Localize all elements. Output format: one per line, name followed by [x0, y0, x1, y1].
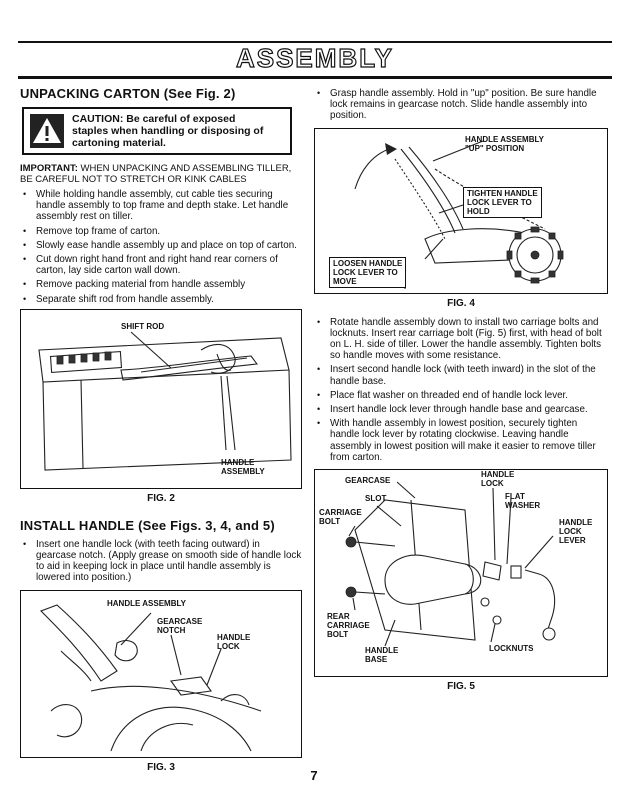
figure-3-caption: FIG. 3 — [147, 761, 175, 773]
caution-line: staples when handling or disposing of — [72, 125, 264, 137]
figure-4-caption: FIG. 4 — [447, 297, 475, 309]
label-line: HANDLE — [217, 632, 251, 642]
label-handle-lock: HANDLE LOCK — [481, 470, 514, 488]
label-line: LOOSEN HANDLE — [333, 258, 403, 268]
handle-steps-2: Rotate handle assembly down to install t… — [314, 317, 608, 463]
label-handle-base: HANDLE BASE — [365, 646, 398, 664]
figure-3: HANDLE ASSEMBLY GEARCASE NOTCH HANDLE LO… — [20, 589, 302, 758]
list-item: Insert handle lock lever through handle … — [317, 404, 608, 415]
list-item: Separate shift rod from handle assembly. — [23, 294, 302, 305]
label-line: HOLD — [467, 206, 490, 216]
label-gearcase-notch: GEARCASE NOTCH — [157, 617, 202, 635]
list-item: Insert one handle lock (with teeth facin… — [23, 539, 302, 584]
label-line: LOCK LEVER TO — [467, 197, 532, 207]
label-line: CARRIAGE — [327, 621, 370, 631]
label-line: CARRIAGE — [319, 508, 362, 518]
label-line: HANDLE — [365, 646, 399, 656]
label-slot: SLOT — [365, 494, 387, 504]
label-handle-lock-fig3: HANDLE LOCK — [217, 633, 250, 651]
label-loosen: LOOSEN HANDLE LOCK LEVER TO MOVE — [329, 256, 407, 288]
list-item: Cut down right hand front and right hand… — [23, 254, 302, 276]
label-locknuts: LOCKNUTS — [489, 644, 534, 654]
right-column: Grasp handle assembly. Hold in "up" posi… — [314, 86, 608, 692]
label-line: ASSEMBLY — [221, 466, 265, 476]
list-item: Remove packing material from handle asse… — [23, 279, 302, 290]
label-line: MOVE — [333, 276, 357, 286]
label-line: LOCK — [559, 527, 582, 537]
install-steps: Insert one handle lock (with teeth facin… — [20, 539, 302, 584]
list-item: While holding handle assembly, cut cable… — [23, 189, 302, 223]
figure-4: HANDLE ASSEMBLY "UP" POSITION TIGHTEN HA… — [314, 127, 608, 294]
page-header: ASSEMBLY — [18, 36, 612, 80]
label-line: BOLT — [327, 630, 349, 640]
caution-box: CAUTION: Be careful of exposed staples w… — [22, 107, 292, 155]
label-line: GEARCASE — [157, 616, 203, 626]
figure-2-caption: FIG. 2 — [147, 492, 175, 504]
list-item: Slowly ease handle assembly up and place… — [23, 240, 302, 251]
label-line: LOCK — [481, 479, 504, 489]
figure-5-illustration — [345, 481, 556, 647]
label-handle-assembly: HANDLE ASSEMBLY — [221, 458, 265, 476]
important-note: IMPORTANT: WHEN UNPACKING AND ASSEMBLING… — [20, 163, 302, 185]
label-line: LOCK LEVER TO — [333, 267, 398, 277]
label-line: HANDLE — [221, 457, 255, 467]
important-label: IMPORTANT: — [20, 163, 78, 174]
label-line: BOLT — [319, 517, 341, 527]
figure-2: SHIFT ROD HANDLE ASSEMBLY — [20, 308, 302, 489]
label-shift-rod: SHIFT ROD — [121, 321, 165, 331]
list-item: Place flat washer on threaded end of han… — [317, 390, 608, 401]
caution-text: CAUTION: Be careful of exposed staples w… — [72, 113, 263, 149]
label-carriage-bolt: CARRIAGE BOLT — [319, 508, 362, 526]
header-rule-top — [18, 41, 612, 43]
label-flat-washer: FLAT WASHER — [505, 492, 540, 510]
label-line: BASE — [365, 655, 388, 665]
label-line: HANDLE — [559, 518, 593, 528]
list-item: Grasp handle assembly. Hold in "up" posi… — [317, 88, 608, 122]
figure-4-illustration — [354, 140, 564, 289]
page-title: ASSEMBLY — [235, 42, 395, 73]
header-rule-bottom — [18, 76, 612, 79]
label-handle-lock-lever: HANDLE LOCK LEVER — [559, 518, 592, 545]
warning-icon — [30, 114, 64, 148]
label-line: NOTCH — [157, 625, 186, 635]
label-line: REAR — [327, 612, 350, 622]
label-gearcase: GEARCASE — [345, 476, 391, 486]
figure-3-illustration — [40, 604, 262, 751]
handle-steps-1: Grasp handle assembly. Hold in "up" posi… — [314, 88, 608, 122]
label-line: WASHER — [505, 501, 541, 511]
label-line: TIGHTEN HANDLE — [467, 188, 538, 198]
list-item: Rotate handle assembly down to install t… — [317, 317, 608, 362]
label-handle-assembly-fig3: HANDLE ASSEMBLY — [107, 598, 186, 608]
unpacking-steps: While holding handle assembly, cut cable… — [20, 189, 302, 305]
section-title-unpacking: UNPACKING CARTON (See Fig. 2) — [20, 86, 236, 101]
caution-line: CAUTION: Be careful of exposed — [72, 113, 236, 125]
important-text: WHEN UNPACKING AND ASSEMBLING TILLER, BE… — [20, 163, 292, 185]
label-line: HANDLE ASSEMBLY — [465, 134, 544, 144]
caution-line: cartoning material. — [72, 137, 166, 149]
label-line: "UP" POSITION — [465, 143, 525, 153]
label-line: LOCK — [217, 641, 240, 651]
label-handle-up: HANDLE ASSEMBLY "UP" POSITION — [465, 135, 544, 153]
label-tighten: TIGHTEN HANDLE LOCK LEVER TO HOLD — [463, 186, 542, 218]
left-column: UNPACKING CARTON (See Fig. 2) CAUTION: B… — [20, 86, 302, 773]
list-item: Remove top frame of carton. — [23, 226, 302, 237]
figure-5-caption: FIG. 5 — [447, 681, 475, 693]
page-number: 7 — [310, 768, 318, 783]
list-item: Insert second handle lock (with teeth in… — [317, 364, 608, 386]
label-line: FLAT — [505, 492, 525, 502]
figure-2-illustration — [38, 331, 292, 471]
label-rear-carriage-bolt: REAR CARRIAGE BOLT — [327, 612, 370, 639]
label-line: HANDLE — [481, 470, 515, 480]
list-item: With handle assembly in lowest position,… — [317, 418, 608, 463]
figure-5: GEARCASE HANDLE LOCK SLOT FLAT WASHER CA… — [314, 469, 608, 678]
section-title-install: INSTALL HANDLE (See Figs. 3, 4, and 5) — [20, 517, 275, 533]
label-line: LEVER — [559, 536, 586, 546]
